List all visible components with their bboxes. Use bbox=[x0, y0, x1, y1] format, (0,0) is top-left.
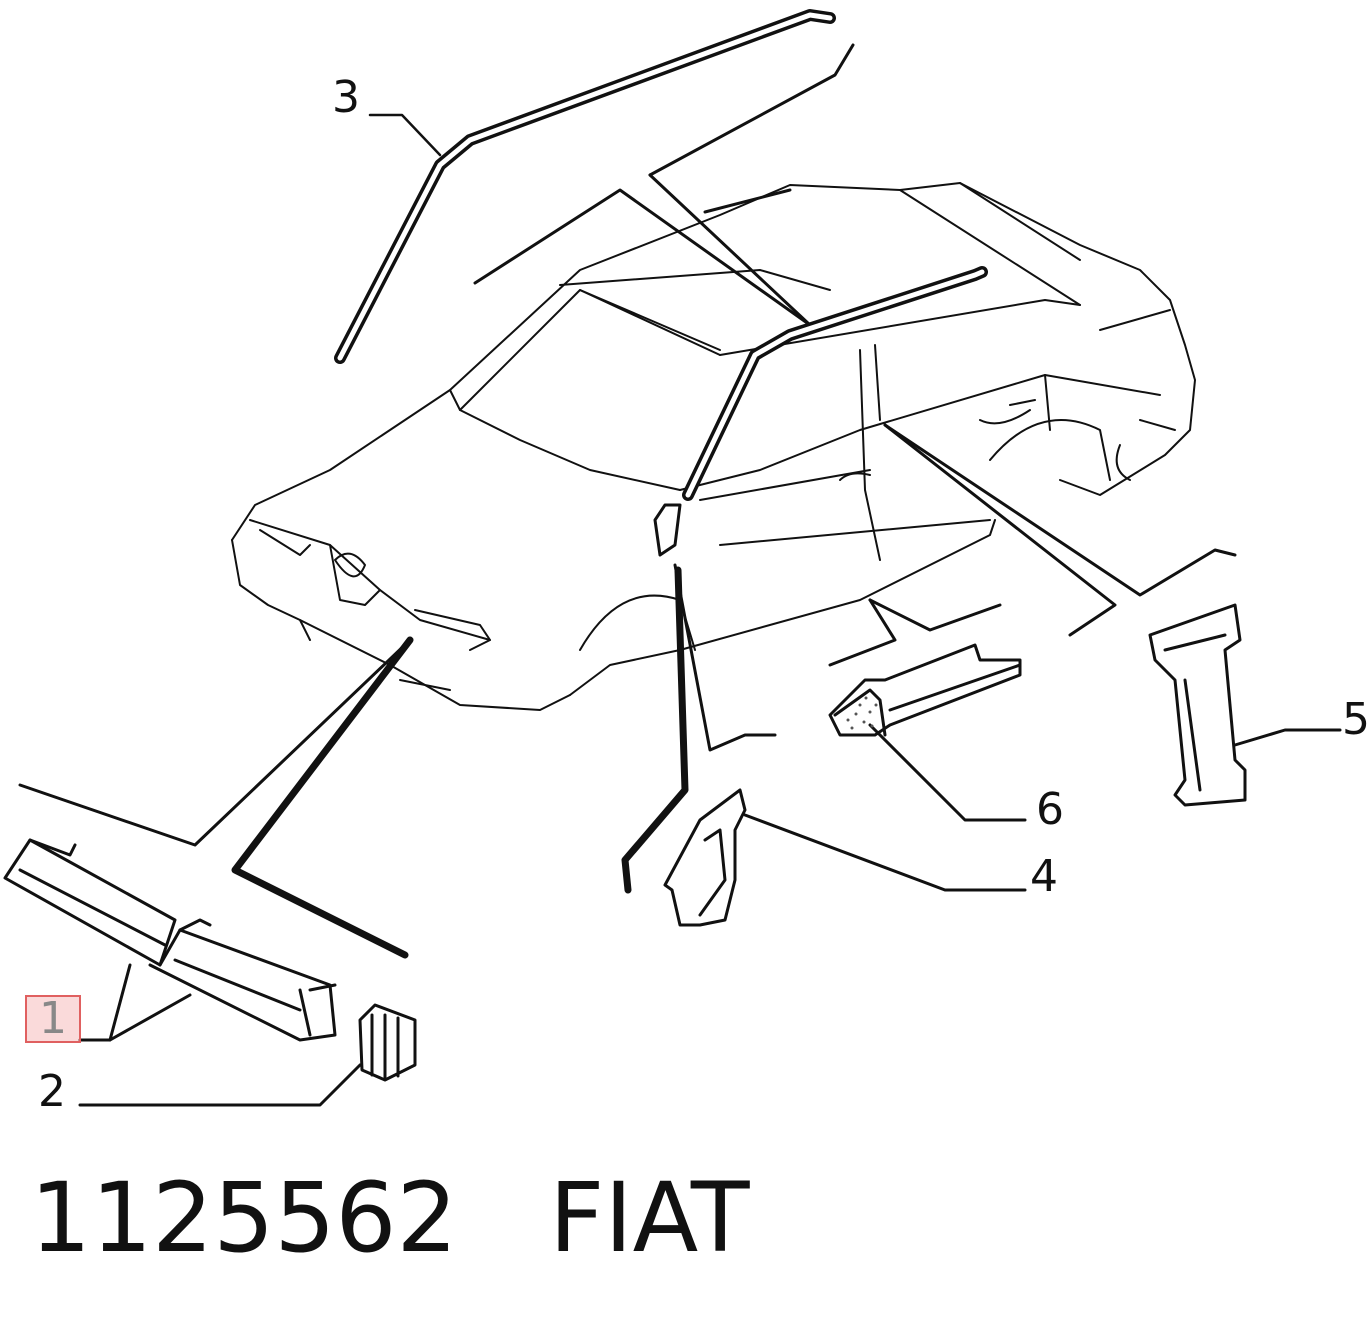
thick-leaders bbox=[231, 566, 689, 959]
part-number: 1125562 bbox=[30, 1162, 458, 1274]
callout-3: 3 bbox=[332, 72, 360, 123]
callout-2: 2 bbox=[38, 1066, 66, 1117]
part-6-sill-reinforcement bbox=[828, 643, 1027, 822]
part-caption: 1125562 FIAT bbox=[30, 1170, 749, 1266]
part-3-window-seal bbox=[334, 9, 988, 501]
brand-name: FIAT bbox=[549, 1162, 750, 1274]
car-body-drawing bbox=[231, 182, 1196, 711]
part-4-pillar-trim bbox=[663, 788, 1027, 927]
part-2-end-cap bbox=[78, 1003, 417, 1107]
callout-4: 4 bbox=[1030, 851, 1058, 902]
part-5-b-pillar bbox=[1148, 603, 1342, 807]
part-1-bumper-beam bbox=[3, 838, 337, 1042]
callout-1: 1 bbox=[25, 995, 81, 1043]
leader-lines bbox=[18, 43, 1237, 847]
part-6-texture bbox=[846, 696, 878, 730]
door-mirror-bracket bbox=[653, 503, 682, 557]
callout-5: 5 bbox=[1342, 694, 1370, 745]
callout-6: 6 bbox=[1036, 784, 1064, 835]
